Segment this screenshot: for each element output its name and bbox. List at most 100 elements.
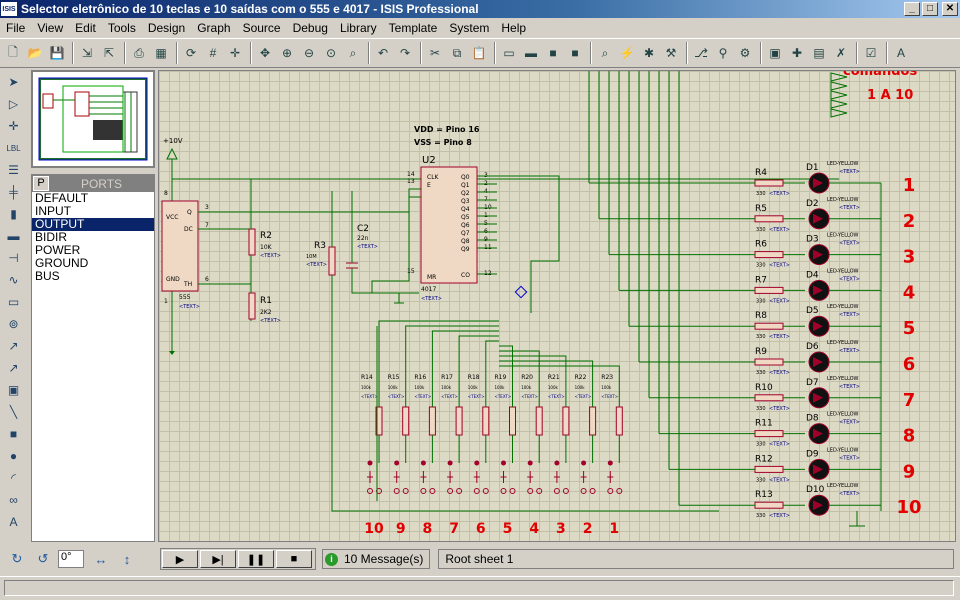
open-icon[interactable]: 📂 bbox=[27, 46, 43, 60]
property-tool-icon[interactable]: ⚙ bbox=[739, 46, 751, 60]
import-icon[interactable]: ⇲ bbox=[81, 46, 93, 60]
undo-icon[interactable]: ↶ bbox=[377, 46, 389, 60]
delete-sheet-icon[interactable]: ✚ bbox=[791, 46, 803, 60]
box-icon[interactable]: ■ bbox=[9, 427, 18, 441]
mirror-horizontal-icon[interactable]: ↔ bbox=[94, 551, 108, 567]
arc-icon[interactable]: ◜ bbox=[11, 471, 16, 485]
maximize-button[interactable]: □ bbox=[922, 2, 938, 16]
print-area-icon[interactable]: ▦ bbox=[155, 46, 167, 60]
redo-icon[interactable]: ↷ bbox=[399, 46, 411, 60]
block-delete-icon[interactable]: ■ bbox=[571, 46, 579, 60]
menu-debug[interactable]: Debug bbox=[292, 21, 328, 35]
menu-help[interactable]: Help bbox=[501, 21, 527, 35]
copy-icon[interactable]: ⧉ bbox=[452, 45, 462, 60]
graph-icon[interactable]: ∿ bbox=[8, 273, 19, 287]
pin-num-6: 6 bbox=[205, 276, 209, 283]
select-icon[interactable]: ➤ bbox=[8, 75, 19, 89]
netlist-icon[interactable]: ▤ bbox=[813, 46, 825, 60]
new-sheet-icon[interactable]: ▣ bbox=[769, 46, 781, 60]
terminal-icon[interactable]: ▬ bbox=[7, 229, 20, 243]
subcircuit-icon[interactable]: ▮ bbox=[10, 207, 17, 221]
toolbar-separator bbox=[760, 42, 762, 64]
cut-icon[interactable]: ✂ bbox=[429, 46, 441, 60]
line-icon[interactable]: ╲ bbox=[9, 405, 18, 419]
wire-autorouter-icon[interactable]: ⎇ bbox=[694, 46, 708, 60]
junction-icon[interactable]: ✛ bbox=[8, 119, 19, 133]
menu-template[interactable]: Template bbox=[388, 21, 438, 35]
print-icon[interactable]: ⎙ bbox=[134, 45, 144, 60]
packaging-icon[interactable]: ✱ bbox=[643, 46, 655, 60]
r3-body bbox=[328, 246, 336, 276]
menu-view[interactable]: View bbox=[37, 21, 64, 35]
make-device-icon[interactable]: ⚡ bbox=[619, 46, 635, 60]
bus-icon[interactable]: ╪ bbox=[9, 185, 18, 199]
port-item-bus[interactable]: BUS bbox=[35, 269, 60, 283]
decompose-icon[interactable]: ⚒ bbox=[665, 46, 677, 60]
paste-icon[interactable]: 📋 bbox=[471, 46, 487, 60]
search-icon[interactable]: ⚲ bbox=[718, 46, 728, 60]
instrument-icon[interactable]: ▣ bbox=[7, 383, 20, 397]
pick-device-icon[interactable]: ⌕ bbox=[601, 45, 609, 60]
zoom-in-icon[interactable]: ⊕ bbox=[281, 46, 293, 60]
stop-button[interactable]: ■ bbox=[276, 550, 312, 568]
port-item-output[interactable]: OUTPUT bbox=[32, 218, 154, 231]
erc-icon[interactable]: ☑ bbox=[865, 46, 877, 60]
menu-edit[interactable]: Edit bbox=[75, 21, 96, 35]
rotation-field[interactable]: 0° bbox=[58, 550, 84, 568]
component-icon[interactable]: ▷ bbox=[8, 97, 19, 111]
generator-icon[interactable]: ⊚ bbox=[8, 317, 19, 331]
tape-icon[interactable]: ▭ bbox=[7, 295, 20, 309]
zoom-all-icon[interactable]: ⊙ bbox=[325, 46, 337, 60]
menu-tools[interactable]: Tools bbox=[107, 21, 136, 35]
refresh-icon[interactable]: ⟳ bbox=[185, 46, 197, 60]
menu-system[interactable]: System bbox=[449, 21, 490, 35]
rotate-cw-icon[interactable]: ↻ bbox=[11, 551, 23, 566]
port-item-bidir[interactable]: BIDIR bbox=[35, 230, 68, 244]
zoom-out-icon[interactable]: ⊖ bbox=[303, 46, 315, 60]
export-icon[interactable]: ⇱ bbox=[103, 46, 115, 60]
out-res-text: <TEXT> bbox=[769, 513, 790, 519]
circle-icon[interactable]: ● bbox=[9, 449, 18, 463]
text-icon[interactable]: A bbox=[9, 515, 18, 529]
current-probe-icon[interactable]: ↗ bbox=[8, 361, 19, 375]
rotate-ccw-icon[interactable]: ↺ bbox=[37, 551, 49, 566]
block-copy-icon[interactable]: ▭ bbox=[503, 46, 515, 60]
messages-indicator[interactable]: i 10 Message(s) bbox=[322, 549, 431, 569]
port-item-ground[interactable]: GROUND bbox=[35, 256, 89, 270]
minimize-button[interactable]: _ bbox=[904, 2, 920, 16]
menu-source[interactable]: Source bbox=[242, 21, 281, 35]
pin-icon[interactable]: ⊣ bbox=[8, 251, 19, 265]
close-button[interactable]: ✕ bbox=[942, 2, 958, 16]
pan-icon[interactable]: ✥ bbox=[259, 46, 271, 60]
origin-icon[interactable]: ✛ bbox=[229, 46, 241, 60]
pause-button[interactable]: ❚❚ bbox=[238, 550, 274, 568]
bom-icon[interactable]: ✗ bbox=[835, 46, 847, 60]
out-res-value: 330 bbox=[756, 191, 766, 197]
grid-icon[interactable]: # bbox=[209, 46, 217, 60]
port-item-input[interactable]: INPUT bbox=[35, 204, 71, 218]
menu-file[interactable]: File bbox=[6, 21, 26, 35]
block-rotate-icon[interactable]: ■ bbox=[549, 46, 557, 60]
text-script-icon[interactable]: ☰ bbox=[8, 163, 19, 177]
save-icon[interactable]: 💾 bbox=[49, 46, 65, 60]
play-button[interactable]: ▶ bbox=[162, 550, 198, 568]
voltage-probe-icon[interactable]: ↗ bbox=[8, 339, 19, 353]
menu-graph[interactable]: Graph bbox=[197, 21, 231, 35]
r3-ref: R3 bbox=[314, 241, 326, 251]
port-item-power[interactable]: POWER bbox=[35, 243, 81, 257]
ares-icon[interactable]: A bbox=[896, 46, 905, 60]
menu-design[interactable]: Design bbox=[147, 21, 186, 35]
wire-label-icon[interactable]: LBL bbox=[6, 143, 21, 153]
u2-part: 4017 bbox=[421, 286, 436, 293]
step-button[interactable]: ▶| bbox=[200, 550, 236, 568]
pick-button[interactable]: P bbox=[33, 176, 49, 191]
block-move-icon[interactable]: ▬ bbox=[525, 46, 537, 60]
overview-window[interactable] bbox=[31, 70, 155, 168]
zoom-area-icon[interactable]: ⌕ bbox=[349, 45, 357, 60]
path-icon[interactable]: ∞ bbox=[9, 493, 18, 507]
mirror-vertical-icon[interactable]: ↕ bbox=[123, 551, 131, 567]
menu-library[interactable]: Library bbox=[339, 21, 377, 35]
port-item-default[interactable]: DEFAULT bbox=[35, 191, 89, 205]
new-icon[interactable]: 🗋 bbox=[8, 44, 18, 59]
